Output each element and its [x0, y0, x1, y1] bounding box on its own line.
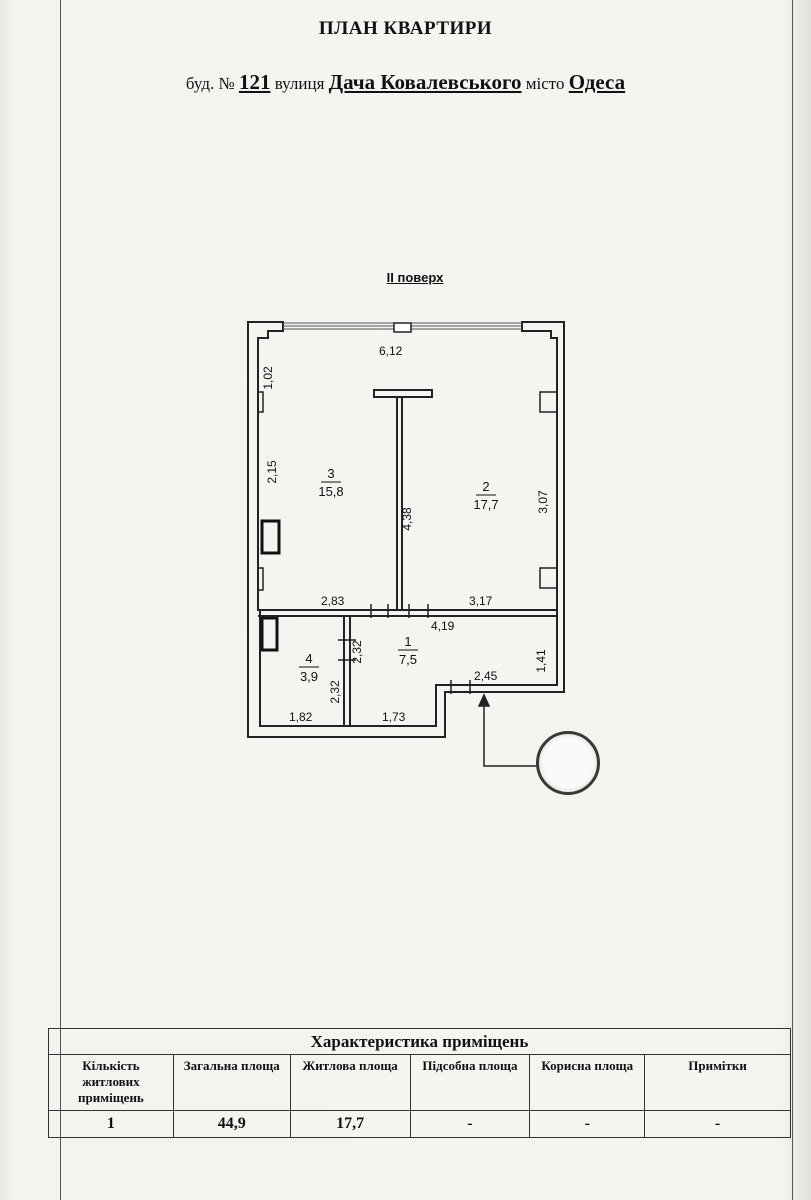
entrance-arrow	[477, 693, 539, 767]
room-4-number: 4	[305, 651, 312, 666]
dim-room2-bottom: 3,17	[469, 594, 493, 608]
value-useful-area: -	[529, 1110, 646, 1138]
city-label: місто	[525, 74, 565, 93]
dim-left-upper: 1,02	[261, 366, 275, 390]
header-auxiliary-area: Підсобна площа	[409, 1054, 531, 1111]
dim-room4-bottom: 1,82	[289, 710, 313, 724]
dim-hall-top: 4,19	[431, 619, 455, 633]
room-1-number: 1	[404, 634, 411, 649]
value-notes: -	[644, 1110, 791, 1138]
door-ticks	[338, 604, 471, 694]
floor-plan: 3 15,8 2 17,7 1 7,5 4 3,9 6,12 1,02 2,15…	[247, 321, 565, 767]
dim-hall-left: 2,32	[350, 640, 364, 664]
room-1-area: 7,5	[399, 652, 417, 667]
address-line: буд. № 121 вулиця Дача Ковалевського міс…	[0, 70, 811, 95]
dim-room4-right: 2,32	[328, 680, 342, 704]
building-label: буд. №	[185, 74, 235, 93]
page-frame	[60, 0, 793, 1200]
outer-walls	[247, 321, 565, 738]
partitions	[258, 389, 557, 726]
vent-shafts	[260, 519, 281, 652]
window	[283, 322, 522, 333]
dim-top-width: 6,12	[379, 344, 403, 358]
header-total-area: Загальна площа	[172, 1054, 291, 1111]
street-label: вулиця	[274, 74, 325, 93]
page-title: ПЛАН КВАРТИРИ	[318, 18, 493, 39]
building-number: 121	[238, 70, 271, 94]
wall-niches	[258, 391, 557, 591]
room-3-number: 3	[327, 466, 334, 481]
dim-right-wall: 3,07	[536, 490, 550, 514]
dim-partition: 4,38	[400, 507, 414, 531]
floor-label: II поверх	[386, 270, 444, 285]
dim-left-middle: 2,15	[265, 460, 279, 484]
table-caption: Характеристика приміщень	[48, 1028, 791, 1055]
header-notes: Примітки	[644, 1054, 791, 1111]
value-total-area: 44,9	[172, 1110, 291, 1138]
header-living-area: Житлова площа	[289, 1054, 411, 1111]
redaction-mark	[536, 731, 600, 795]
street-name: Дача Ковалевського	[328, 70, 522, 94]
dim-entrance: 2,45	[474, 669, 498, 683]
characteristics-table: Характеристика приміщень Кількість житло…	[48, 1028, 791, 1138]
value-auxiliary-area: -	[409, 1110, 531, 1138]
dim-hall-bottom: 1,73	[382, 710, 406, 724]
room-2-area: 17,7	[473, 497, 498, 512]
room-4-area: 3,9	[300, 669, 318, 684]
city-name: Одеса	[568, 70, 626, 94]
header-living-rooms: Кількість житлових приміщень	[48, 1054, 174, 1111]
dim-hall-right: 1,41	[534, 649, 548, 673]
dim-room3-bottom: 2,83	[321, 594, 345, 608]
value-living-area: 17,7	[289, 1110, 411, 1138]
room-2-number: 2	[482, 479, 489, 494]
header-useful-area: Корисна площа	[529, 1054, 646, 1111]
value-living-rooms: 1	[48, 1110, 174, 1138]
room-3-area: 15,8	[318, 484, 343, 499]
